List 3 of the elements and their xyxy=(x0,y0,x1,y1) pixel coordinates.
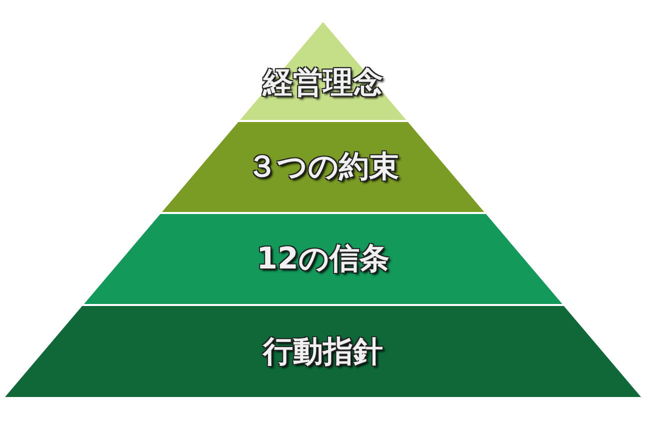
tier-label: ３つの約束 xyxy=(246,148,399,186)
tier-label: 行動指針 xyxy=(263,333,383,371)
tier-label: 12の信条 xyxy=(256,240,390,278)
